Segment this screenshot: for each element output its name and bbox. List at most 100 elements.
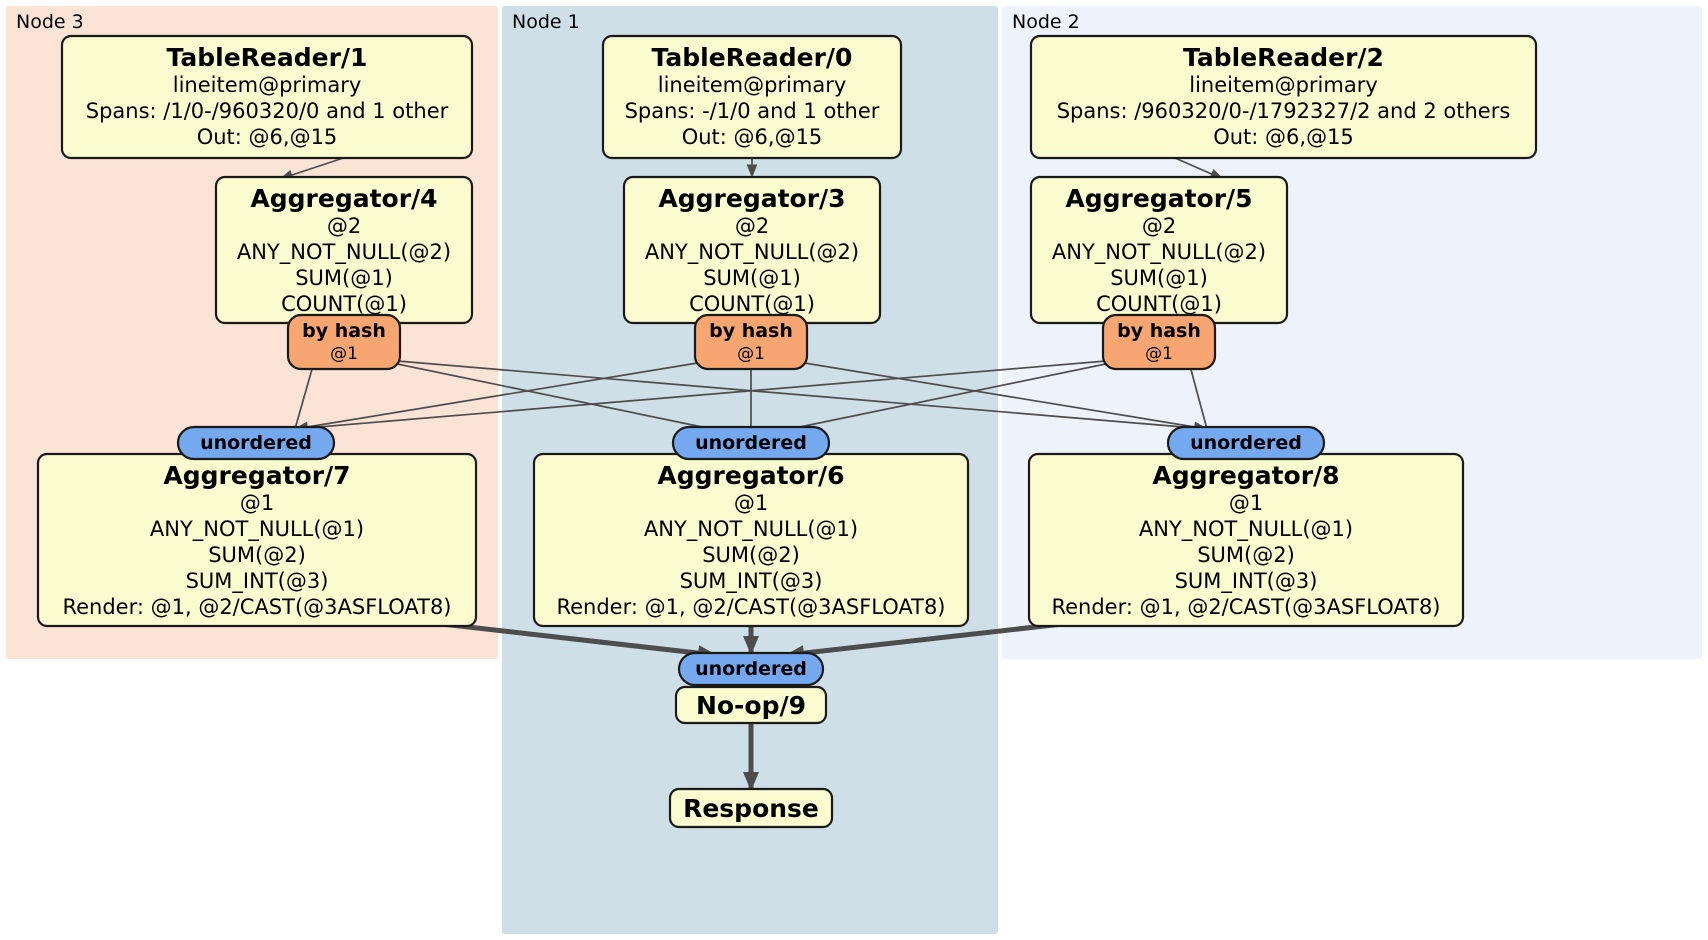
synchronizer-label: unordered	[200, 432, 312, 454]
processor-box	[601, 34, 903, 160]
synchronizer-box	[176, 425, 336, 461]
processor-detail-line: ANY_NOT_NULL(@1)	[150, 517, 364, 542]
processor-detail-line: lineitem@primary	[1189, 73, 1378, 97]
synchronizer-box	[671, 425, 831, 461]
processor-detail-line: @2	[1142, 214, 1176, 238]
processor-title: Aggregator/4	[250, 184, 437, 213]
processor-detail-line: Spans: /960320/0-/1792327/2 and 2 others	[1057, 99, 1511, 123]
processor-box	[60, 34, 474, 160]
processor-detail-line: Out: @6,@15	[682, 125, 823, 149]
processor-detail-line: Render: @1, @2/CAST(@3ASFLOAT8)	[62, 595, 451, 619]
processor-detail-line: COUNT(@1)	[1096, 292, 1222, 316]
node-panel-label: Node 1	[512, 11, 580, 33]
processor-detail-line: @1	[240, 491, 274, 515]
processor-title: Response	[683, 794, 819, 823]
hash-router-by-hash-3[interactable]: by hash@1	[693, 313, 809, 371]
hash-router-box	[693, 313, 809, 371]
processor-detail-line: COUNT(@1)	[281, 292, 407, 316]
processor-aggregator-7[interactable]: Aggregator/7@1ANY_NOT_NULL(@1)SUM(@2)SUM…	[36, 452, 478, 628]
processor-title: TableReader/2	[1183, 43, 1384, 72]
edge-by-hash-5-to-unordered-6	[789, 358, 1131, 430]
processor-detail-line: SUM(@2)	[208, 543, 306, 567]
processor-detail-line: Spans: -/1/0 and 1 other	[625, 99, 880, 123]
processor-response[interactable]: Response	[668, 787, 834, 829]
processor-detail-line: ANY_NOT_NULL(@1)	[644, 517, 858, 542]
processor-detail-line: Out: @6,@15	[197, 125, 338, 149]
processor-detail-line: COUNT(@1)	[689, 292, 815, 316]
processor-aggregator-8[interactable]: Aggregator/8@1ANY_NOT_NULL(@1)SUM(@2)SUM…	[1027, 452, 1465, 628]
synchronizer-box	[677, 651, 825, 687]
processor-detail-line: Out: @6,@15	[1213, 125, 1354, 149]
hash-router-column: @1	[330, 344, 358, 364]
processor-box	[668, 787, 834, 829]
node-panel-label: Node 3	[16, 11, 84, 33]
processor-detail-line: Render: @1, @2/CAST(@3ASFLOAT8)	[1051, 595, 1440, 619]
synchronizer-box	[1166, 425, 1326, 461]
processor-detail-line: ANY_NOT_NULL(@2)	[1052, 240, 1266, 265]
hash-router-column: @1	[737, 344, 765, 364]
hash-router-column: @1	[1145, 344, 1173, 364]
processor-detail-line: lineitem@primary	[658, 73, 847, 97]
processor-aggregator-5[interactable]: Aggregator/5@2ANY_NOT_NULL(@2)SUM(@1)COU…	[1029, 175, 1289, 325]
synchronizer-label: unordered	[695, 658, 807, 680]
node-panel-label: Node 2	[1012, 11, 1080, 33]
processor-title: TableReader/0	[652, 43, 853, 72]
synchronizer-label: unordered	[695, 432, 807, 454]
processor-detail-line: SUM(@1)	[1110, 266, 1208, 290]
edge-by-hash-4-to-unordered-8	[373, 358, 1208, 434]
processor-detail-line: @1	[734, 491, 768, 515]
synchronizer-unordered-8[interactable]: unordered	[1166, 425, 1326, 461]
processor-box	[1029, 34, 1538, 160]
hash-router-title: by hash	[1117, 320, 1201, 342]
processor-detail-line: ANY_NOT_NULL(@1)	[1139, 517, 1353, 542]
processor-aggregator-6[interactable]: Aggregator/6@1ANY_NOT_NULL(@1)SUM(@2)SUM…	[532, 452, 970, 628]
hash-router-by-hash-4[interactable]: by hash@1	[286, 313, 402, 371]
edge-by-hash-4-to-unordered-7	[294, 358, 316, 430]
processor-detail-line: SUM(@2)	[1197, 543, 1295, 567]
processor-detail-line: @1	[1229, 491, 1263, 515]
edge-by-hash-4-to-unordered-6	[372, 358, 713, 430]
processor-detail-line: SUM_INT(@3)	[1175, 569, 1318, 594]
synchronizer-unordered-6[interactable]: unordered	[671, 425, 831, 461]
edge-by-hash-5-to-unordered-8	[1187, 358, 1208, 430]
synchronizer-label: unordered	[1190, 432, 1302, 454]
processor-detail-line: ANY_NOT_NULL(@2)	[237, 240, 451, 265]
synchronizer-unordered-9[interactable]: unordered	[677, 651, 825, 687]
processor-detail-line: SUM(@2)	[702, 543, 800, 567]
processor-aggregator-4[interactable]: Aggregator/4@2ANY_NOT_NULL(@2)SUM(@1)COU…	[214, 175, 474, 325]
processor-detail-line: SUM_INT(@3)	[680, 569, 823, 594]
processor-detail-line: SUM_INT(@3)	[186, 569, 329, 594]
hash-router-box	[286, 313, 402, 371]
processor-no-op-9[interactable]: No-op/9	[674, 685, 828, 725]
processor-detail-line: lineitem@primary	[173, 73, 362, 97]
processor-aggregator-3[interactable]: Aggregator/3@2ANY_NOT_NULL(@2)SUM(@1)COU…	[622, 175, 882, 325]
processor-detail-line: Render: @1, @2/CAST(@3ASFLOAT8)	[556, 595, 945, 619]
hash-router-title: by hash	[302, 320, 386, 342]
processor-title: Aggregator/5	[1065, 184, 1252, 213]
processor-detail-line: ANY_NOT_NULL(@2)	[645, 240, 859, 265]
processor-title: Aggregator/8	[1152, 461, 1339, 490]
processor-detail-line: Spans: /1/0-/960320/0 and 1 other	[86, 99, 449, 123]
hash-router-by-hash-5[interactable]: by hash@1	[1101, 313, 1217, 371]
synchronizer-unordered-7[interactable]: unordered	[176, 425, 336, 461]
processor-detail-line: SUM(@1)	[295, 266, 393, 290]
edge-by-hash-3-to-unordered-7	[294, 358, 723, 433]
hash-router-title: by hash	[709, 320, 793, 342]
processor-detail-line: @2	[327, 214, 361, 238]
processor-title: Aggregator/3	[658, 184, 845, 213]
edge-by-hash-3-to-unordered-8	[779, 358, 1208, 433]
processor-detail-line: SUM(@1)	[703, 266, 801, 290]
processor-box	[674, 685, 828, 725]
processor-detail-line: @2	[735, 214, 769, 238]
processor-title: Aggregator/6	[657, 461, 844, 490]
edge-by-hash-5-to-unordered-7	[294, 358, 1130, 434]
processor-title: Aggregator/7	[163, 461, 350, 490]
hash-router-box	[1101, 313, 1217, 371]
processor-title: No-op/9	[696, 691, 806, 720]
